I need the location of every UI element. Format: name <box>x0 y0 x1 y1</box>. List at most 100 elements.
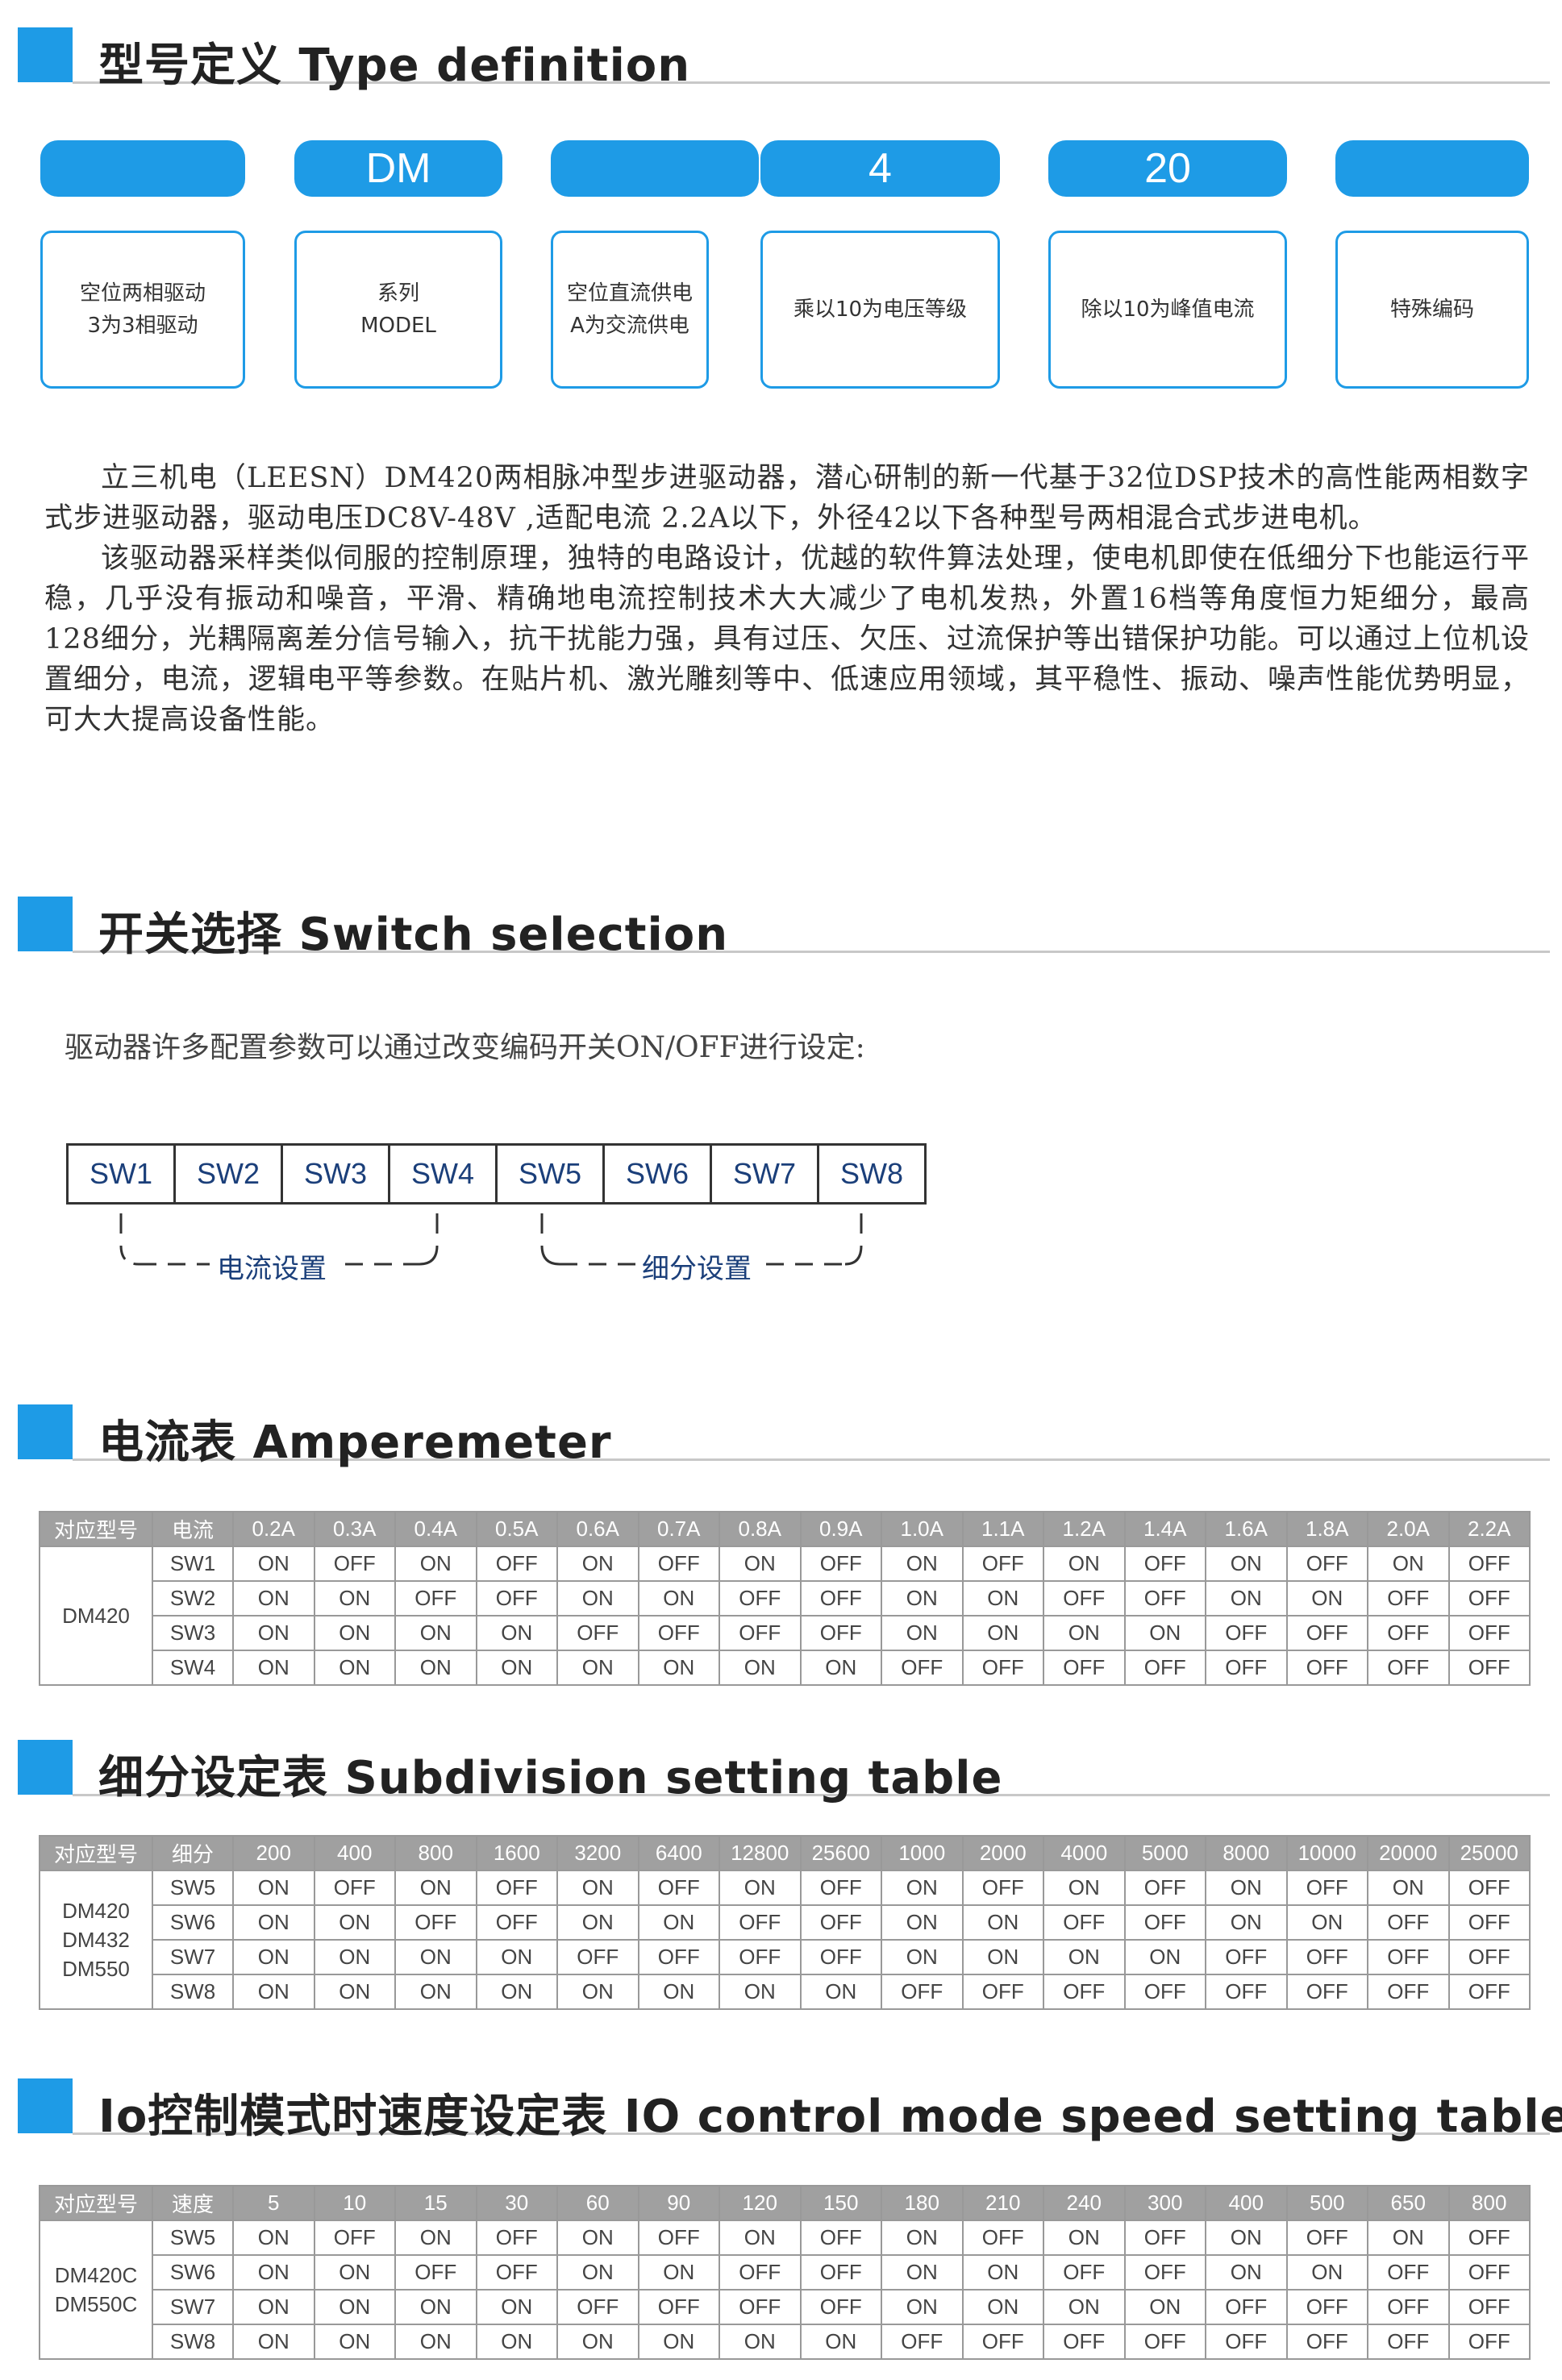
value-cell: OFF <box>637 2220 720 2256</box>
value-cell: OFF <box>1285 2289 1368 2325</box>
value-cell: OFF <box>799 1904 882 1941</box>
value-cell: OFF <box>1043 1904 1126 1941</box>
value-cell: ON <box>1043 1546 1126 1582</box>
value-cell: OFF <box>1043 1974 1126 2010</box>
value-cell: OFF <box>719 2289 802 2325</box>
switch-cell: SW8 <box>152 2324 234 2360</box>
value-cell: ON <box>719 1650 802 1686</box>
value-cell: ON <box>1043 1939 1126 1975</box>
switch-cell: SW7 <box>152 1939 234 1975</box>
value-cell: ON <box>881 2220 964 2256</box>
type-box-line: 系列 <box>377 281 419 306</box>
value-cell: OFF <box>637 1939 720 1975</box>
value-cell: OFF <box>637 1870 720 1906</box>
section-header-io-speed: Io控制模式时速度设定表 IO control mode speed setti… <box>18 2078 1562 2143</box>
section-header-subdivision: 细分设定表 Subdivision setting table <box>18 1740 1550 1804</box>
value-cell: ON <box>799 2324 882 2360</box>
switch-cell: SW3 <box>283 1146 390 1202</box>
switch-bracket-lines <box>119 1213 863 1266</box>
description-paragraph-2: 该驱动器采样类似伺服的控制原理，独特的电路设计，优越的软件算法处理，使电机即使在… <box>44 543 1530 736</box>
value-cell: OFF <box>1447 1580 1531 1616</box>
divider <box>73 2132 1550 2135</box>
value-cell: OFF <box>1447 2254 1531 2291</box>
value-cell: ON <box>961 2289 1044 2325</box>
section-title: 电流表 Amperemeter <box>98 1417 612 1469</box>
value-cell: ON <box>961 1615 1044 1651</box>
value-cell: OFF <box>1447 2324 1531 2360</box>
value-cell: ON <box>1205 1870 1288 1906</box>
value-cell: ON <box>394 1939 477 1975</box>
value-cell: OFF <box>556 2289 639 2325</box>
value-cell: ON <box>394 2324 477 2360</box>
value-cell: ON <box>719 1546 802 1582</box>
value-cell: ON <box>637 2324 720 2360</box>
header-value-cell: 8000 <box>1205 1835 1288 1871</box>
value-cell: OFF <box>1205 1650 1288 1686</box>
value-cell: OFF <box>1205 1615 1288 1651</box>
value-cell: ON <box>232 2289 315 2325</box>
header-value-cell: 12800 <box>719 1835 802 1871</box>
switch-cell: SW6 <box>152 2254 234 2291</box>
value-cell: OFF <box>1447 1974 1531 2010</box>
value-cell: OFF <box>881 1974 964 2010</box>
divider <box>73 81 1550 84</box>
value-cell: OFF <box>394 2254 477 2291</box>
value-cell: ON <box>394 1615 477 1651</box>
type-box-line: A为交流供电 <box>570 314 689 338</box>
value-cell: ON <box>637 1904 720 1941</box>
switch-row: SW1 SW2 SW3 SW4 SW5 SW6 SW7 SW8 <box>66 1143 927 1205</box>
value-cell: ON <box>475 2324 558 2360</box>
value-cell: OFF <box>1043 2254 1126 2291</box>
value-cell: ON <box>1043 2289 1126 2325</box>
value-cell: ON <box>394 1870 477 1906</box>
value-cell: OFF <box>1285 1870 1368 1906</box>
switch-cell: SW8 <box>839 1157 903 1190</box>
value-cell: ON <box>475 1939 558 1975</box>
value-cell: OFF <box>961 2220 1044 2256</box>
section-marker-icon <box>18 897 73 951</box>
header-value-cell: 10000 <box>1285 1835 1368 1871</box>
section-title: 型号定义 Type definition <box>98 40 691 92</box>
value-cell: OFF <box>881 1650 964 1686</box>
value-cell: OFF <box>1123 2324 1206 2360</box>
value-cell: OFF <box>475 2254 558 2291</box>
header-value-cell: 1.1A <box>961 1511 1044 1547</box>
value-cell: ON <box>881 1939 964 1975</box>
product-description: 立三机电（LEESN）DM420两相脉冲型步进驱动器，潜心研制的新一代基于32位… <box>44 458 1530 740</box>
value-cell: OFF <box>1123 1650 1206 1686</box>
header-value-cell: 300 <box>1123 2185 1206 2221</box>
model-name: DM420C <box>54 2263 138 2287</box>
value-cell: OFF <box>475 1870 558 1906</box>
header-value-cell: 800 <box>1447 2185 1531 2221</box>
value-cell: ON <box>1205 1580 1288 1616</box>
header-model-cell: 对应型号 <box>39 1511 153 1547</box>
value-cell: OFF <box>1447 1650 1531 1686</box>
value-cell: ON <box>556 1546 639 1582</box>
value-cell: ON <box>475 1615 558 1651</box>
value-cell: ON <box>394 1546 477 1582</box>
value-cell: OFF <box>961 1650 1044 1686</box>
switch-cell: SW1 <box>152 1546 234 1582</box>
value-cell: ON <box>232 1546 315 1582</box>
value-cell: OFF <box>1447 1939 1531 1975</box>
value-cell: ON <box>1285 1580 1368 1616</box>
value-cell: OFF <box>1285 2220 1368 2256</box>
header-value-cell: 60 <box>556 2185 639 2221</box>
section-title: Io控制模式时速度设定表 IO control mode speed setti… <box>98 2091 1562 2143</box>
header-value-cell: 2.0A <box>1367 1511 1450 1547</box>
value-cell: ON <box>475 1650 558 1686</box>
value-cell: ON <box>881 2289 964 2325</box>
value-cell: ON <box>719 2220 802 2256</box>
header-value-cell: 210 <box>961 2185 1044 2221</box>
value-cell: ON <box>313 1974 396 2010</box>
value-cell: OFF <box>1123 1546 1206 1582</box>
value-cell: ON <box>637 1974 720 2010</box>
